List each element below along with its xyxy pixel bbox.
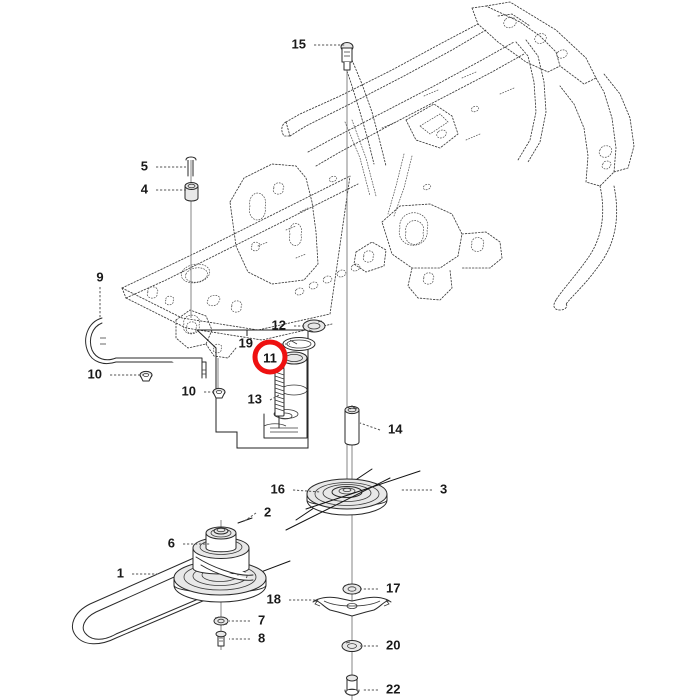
part-12-retaining-ring [302, 319, 326, 333]
leader-line-16 [292, 489, 321, 493]
callout-label-15[interactable]: 15 [292, 36, 306, 51]
part-18-blade [312, 596, 392, 617]
callout-label-7[interactable]: 7 [258, 612, 265, 627]
highlight-ring-group[interactable]: 11 [252, 339, 288, 375]
leader-line-14 [359, 422, 381, 431]
callout-label-5[interactable]: 5 [141, 158, 148, 173]
part-8-hex-bolt [215, 630, 227, 647]
part-10-lock-nut-left [139, 370, 153, 382]
part-11-cylinder-body [263, 351, 308, 439]
callout-label-9[interactable]: 9 [96, 269, 103, 284]
callout-label-13[interactable]: 13 [248, 391, 262, 406]
callout-label-17[interactable]: 17 [386, 580, 400, 595]
callout-label-19[interactable]: 19 [239, 335, 253, 350]
callout-label-1[interactable]: 1 [117, 565, 124, 580]
part-10-lock-nut-right [212, 387, 226, 399]
part-16-idler-pulley-assembly [285, 468, 421, 531]
part-19-o-ring [282, 337, 316, 351]
highlight-ring-11[interactable] [252, 339, 288, 375]
part-9-rod-handle [85, 317, 207, 379]
part-17-spring-washer [342, 583, 362, 595]
leader-lines [99, 44, 432, 691]
callout-label-4[interactable]: 4 [141, 181, 149, 196]
callout-label-8[interactable]: 8 [258, 630, 265, 645]
chassis-frame-group [121, 1, 635, 359]
callout-label-22[interactable]: 22 [386, 681, 400, 696]
callout-label-18[interactable]: 18 [267, 591, 281, 606]
part-15-hex-flange-bolt [340, 42, 354, 71]
callout-label-3[interactable]: 3 [440, 481, 447, 496]
highlight-ref-label: 11 [263, 351, 277, 366]
mandrel-pulley-assembly [72, 517, 291, 645]
part-7-lock-washer [213, 616, 229, 626]
part-4-bushing [184, 182, 199, 202]
part-22-blade-bolt [344, 674, 360, 696]
callout-label-10[interactable]: 10 [88, 366, 102, 381]
leader-line-2 [242, 512, 257, 523]
callout-label-16[interactable]: 16 [271, 481, 285, 496]
callout-label-12[interactable]: 12 [272, 317, 286, 332]
leader-line-13 [269, 393, 282, 401]
belt-segment-3 [305, 470, 421, 510]
callout-label-20[interactable]: 20 [386, 637, 400, 652]
part-20-flat-washer [341, 640, 363, 652]
callout-label-14[interactable]: 14 [388, 421, 403, 436]
callout-label-6[interactable]: 6 [168, 535, 175, 550]
callout-label-10[interactable]: 10 [182, 383, 196, 398]
callout-label-2[interactable]: 2 [264, 504, 271, 519]
part-14-spacer-sleeve [344, 405, 360, 446]
part-5-cotter-pin [185, 156, 197, 177]
